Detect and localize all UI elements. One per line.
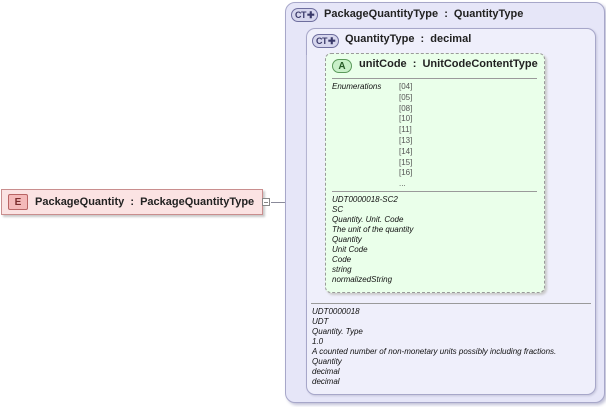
enumeration-item: [13] [399,135,413,145]
annotation-line: decimal [312,367,340,376]
inner-type-left-rail [306,55,307,300]
attribute-name: unitCode [359,58,407,70]
annotation-line: Quantity. Type [312,327,363,336]
annotation-line: Quantity [312,357,342,366]
enumeration-item: [14] [399,146,413,156]
annotation-line: Quantity [332,235,362,244]
annotation-line: UDT0000018-SC2 [332,195,398,204]
annotation-line: SC [332,205,344,214]
enumerations-label: Enumerations [332,82,382,91]
annotation-line: Quantity. Unit. Code [332,215,404,224]
attribute-separator: : [412,58,417,70]
annotation-line: UDT [312,317,329,326]
connector-element-to-type [271,202,286,203]
element-badge: E [8,194,28,210]
plus-icon: ✚ [306,9,315,20]
attribute-title: unitCode : UnitCodeContentType [359,58,538,70]
outer-type-separator: : [444,8,448,20]
outer-type-base: QuantityType [453,8,524,20]
annotation-line: decimal [312,377,340,386]
outer-type-badge: CT✚ [291,8,318,22]
annotation-line: The unit of the quantity [332,225,414,234]
attribute-badge: A [332,59,352,73]
element-type: PackageQuantityType [140,196,255,208]
enumeration-item: [10] [399,114,413,124]
attribute-divider [332,191,537,192]
attribute-type: UnitCodeContentType [422,58,538,70]
outer-type-name: PackageQuantityType [324,8,439,20]
element-separator: : [130,196,134,208]
element-label: PackageQuantity : PackageQuantityType [35,196,254,208]
annotation-line: UDT0000018 [312,307,360,316]
annotation-line: normalizedString [332,275,393,284]
enumerations-list: [04][05][08][10][11][13][14][15][16]... [399,82,412,190]
element-name: PackageQuantity [35,196,125,208]
outer-type-divider [311,303,591,304]
element-package-quantity[interactable]: E PackageQuantity : PackageQuantityType [1,189,263,215]
attribute-unit-code[interactable]: A unitCode : UnitCodeContentType Enumera… [325,53,545,293]
enumeration-item: [05] [399,92,413,102]
plus-icon: ✚ [327,35,336,46]
inner-type-base: decimal [430,33,472,45]
outer-type-title: PackageQuantityType : QuantityType [324,8,523,20]
annotation-line: 1.0 [312,337,324,346]
attribute-divider [332,78,537,79]
inner-type-title: QuantityType : decimal [345,33,471,45]
inner-type-badge: CT✚ [312,34,339,48]
enumeration-item: [08] [399,103,413,113]
enumeration-item: [16] [399,168,413,178]
inner-type-separator: : [420,33,425,45]
sequence-icon[interactable] [262,198,270,206]
annotation-line: A counted number of non-monetary units p… [312,347,557,356]
annotation-line: Unit Code [332,245,368,254]
annotation-line: string [332,265,352,274]
annotation-line: Code [332,255,352,264]
enumeration-item: [15] [399,157,413,167]
inner-type-name: QuantityType [345,33,415,45]
enumeration-item: ... [399,179,406,189]
enumeration-item: [11] [399,125,412,135]
enumeration-item: [04] [399,82,413,91]
